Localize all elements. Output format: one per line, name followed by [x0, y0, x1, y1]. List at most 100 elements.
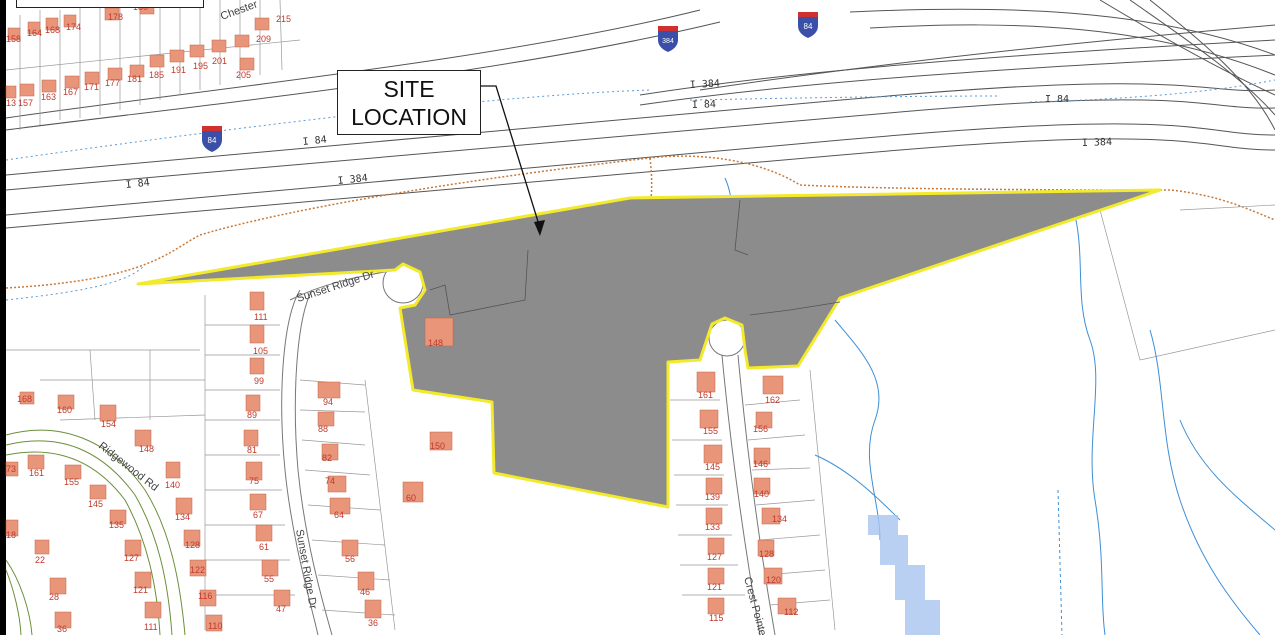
- lot-number: 145: [88, 499, 103, 509]
- lot-number: 155: [703, 426, 718, 436]
- site-interior-trails: [429, 199, 841, 316]
- lot-number: 55: [264, 574, 274, 584]
- lot-number: 209: [256, 34, 271, 44]
- lot-number: 128: [185, 540, 200, 550]
- lot-numbers-sunset-west: 111 105 99 89 81 75 67 61 55 47: [247, 312, 286, 614]
- lot-number: 157: [18, 98, 33, 108]
- lot-number: 111: [144, 622, 158, 632]
- local-streets: [281, 262, 776, 635]
- lot-number: 178: [108, 12, 123, 22]
- lot-number: 116: [198, 591, 212, 601]
- lot-number: 163: [41, 92, 56, 102]
- lot-number: 127: [707, 552, 722, 562]
- lot-number: 121: [707, 582, 722, 592]
- lot-number: 205: [236, 70, 251, 80]
- highway-label: I 384: [337, 173, 368, 187]
- lot-number: 60: [406, 493, 416, 503]
- highway-label: I 384: [1082, 137, 1112, 149]
- lot-number: 201: [212, 56, 227, 66]
- lot-number: 134: [772, 514, 787, 524]
- lot-number: 128: [759, 549, 774, 559]
- lot-number: 177: [105, 78, 120, 88]
- lot-number: 135: [109, 520, 124, 530]
- lot-number: 56: [345, 554, 355, 564]
- lot-number: 28: [49, 592, 59, 602]
- lot-number: 112: [784, 607, 798, 617]
- lot-number: 13: [6, 98, 16, 108]
- lot-number: 36: [368, 618, 378, 628]
- lot-number: 174: [66, 22, 81, 32]
- lot-number: 115: [709, 613, 723, 623]
- lot-number: 168: [45, 25, 60, 35]
- lot-number: 18: [6, 530, 16, 540]
- lot-number: 215: [276, 14, 291, 24]
- i384-shield: 384: [658, 26, 678, 52]
- lot-number: 191: [171, 65, 186, 75]
- highway-label: I 84: [692, 99, 716, 111]
- i84-shield-east: 84: [798, 12, 818, 38]
- lot-number: 127: [124, 553, 139, 563]
- lot-number: 120: [766, 575, 781, 585]
- lot-number: 64: [334, 510, 344, 520]
- lot-number: 158: [6, 34, 21, 44]
- lot-number: 74: [325, 476, 335, 486]
- lot-number: 161: [698, 390, 713, 400]
- map-inset-frame: [16, 0, 204, 8]
- ridgewood-road: [5, 429, 186, 635]
- lot-number: 82: [322, 453, 332, 463]
- lot-number: 88: [318, 424, 328, 434]
- highway-label: I 384: [690, 78, 721, 91]
- lot-number: 47: [276, 604, 286, 614]
- lot-number: 46: [360, 587, 370, 597]
- highway-label: I 84: [1045, 94, 1069, 105]
- map-frame-edge: [0, 0, 6, 635]
- lot-numbers-ridgewood: 168 160 154 148 140 134 128 122 116 110 …: [6, 394, 222, 634]
- lot-number: 140: [165, 480, 180, 490]
- lot-number: 81: [247, 445, 257, 455]
- street-label-chester: Chester: [219, 0, 260, 23]
- buildings: [5, 1, 797, 632]
- lot-number: 89: [247, 410, 257, 420]
- lot-number: 145: [705, 462, 720, 472]
- lot-numbers-sunset-east: 94 88 82 74 64 56 46 36: [318, 397, 378, 628]
- i84-shield-west: 84: [202, 126, 222, 152]
- highway-label: I 84: [302, 135, 327, 148]
- lot-number: 195: [193, 61, 208, 71]
- lot-number: 146: [753, 459, 768, 469]
- callout-line-2: LOCATION: [351, 103, 467, 130]
- lot-number: 110: [208, 621, 222, 631]
- site-parcel: [136, 188, 1162, 509]
- lot-number: 181: [127, 74, 142, 84]
- lot-number: 121: [133, 585, 148, 595]
- i384-shield-label: 384: [662, 38, 674, 45]
- lot-number: 105: [253, 346, 268, 356]
- lot-number: 134: [175, 512, 190, 522]
- site-location-callout: SITE LOCATION: [337, 70, 481, 135]
- lot-number: 67: [253, 510, 263, 520]
- lot-number: 185: [149, 70, 164, 80]
- highway-label: I 84: [125, 178, 150, 191]
- lot-number: 139: [705, 492, 720, 502]
- lot-number: 171: [84, 82, 99, 92]
- lot-number: 99: [254, 376, 264, 386]
- wetland-hatch: [868, 515, 940, 635]
- lot-number: 36: [57, 624, 67, 634]
- lot-number: 140: [754, 489, 769, 499]
- lot-number: 148: [428, 338, 443, 348]
- lot-number: 167: [63, 87, 78, 97]
- lot-number: 22: [35, 555, 45, 565]
- lot-number: 122: [190, 565, 205, 575]
- lot-number: 111: [254, 312, 268, 322]
- lot-number: 154: [101, 419, 116, 429]
- streams: [724, 177, 1275, 635]
- lot-number: 61: [259, 542, 269, 552]
- lot-number: 164: [27, 28, 42, 38]
- lot-number: 160: [57, 405, 72, 415]
- lot-numbers-site-adjacent: 148 150 60: [406, 338, 445, 503]
- lot-number: 168: [17, 394, 32, 404]
- lot-number: 156: [753, 424, 768, 434]
- site-callout-leader: [478, 85, 545, 236]
- lot-number: 162: [765, 395, 780, 405]
- i84-shield-west-label: 84: [208, 136, 217, 145]
